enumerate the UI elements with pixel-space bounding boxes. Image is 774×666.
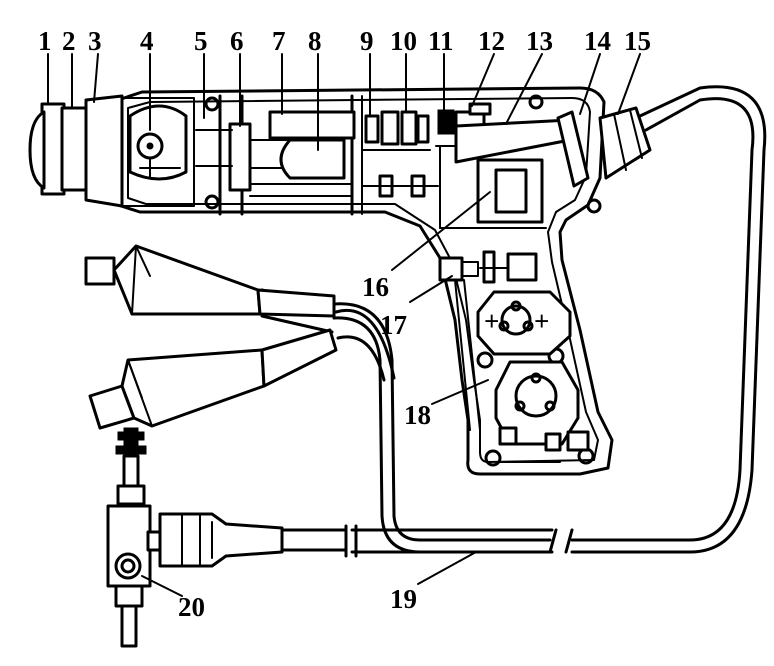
- label-18: 18: [404, 400, 431, 430]
- label-5: 5: [194, 26, 208, 56]
- label-20: 20: [178, 592, 205, 622]
- tool-housing: [28, 86, 652, 476]
- label-16: 16: [362, 272, 389, 302]
- upper-plug: [84, 244, 336, 318]
- label-11: 11: [428, 26, 454, 56]
- plus-mark-left: +: [484, 306, 499, 336]
- label-10: 10: [390, 26, 417, 56]
- valve-assembly: [106, 427, 284, 648]
- label-14: 14: [584, 26, 611, 56]
- leader-lines: [47, 53, 641, 597]
- lower-plug: [88, 328, 338, 430]
- plus-mark-right: +: [534, 306, 549, 336]
- label-8: 8: [308, 26, 322, 56]
- label-13: 13: [526, 26, 553, 56]
- label-15: 15: [624, 26, 651, 56]
- label-19: 19: [390, 584, 417, 614]
- label-2: 2: [62, 26, 76, 56]
- label-6: 6: [230, 26, 244, 56]
- label-9: 9: [360, 26, 374, 56]
- label-3: 3: [88, 26, 102, 56]
- label-4: 4: [140, 26, 154, 56]
- label-17: 17: [380, 310, 407, 340]
- polarity-marks: + +: [484, 306, 549, 336]
- part-labels: 1 2 3 4 5 6 7 8 9 10 11 12 13 14 15 16 1…: [38, 26, 651, 622]
- label-7: 7: [272, 26, 286, 56]
- label-1: 1: [38, 26, 52, 56]
- label-12: 12: [478, 26, 505, 56]
